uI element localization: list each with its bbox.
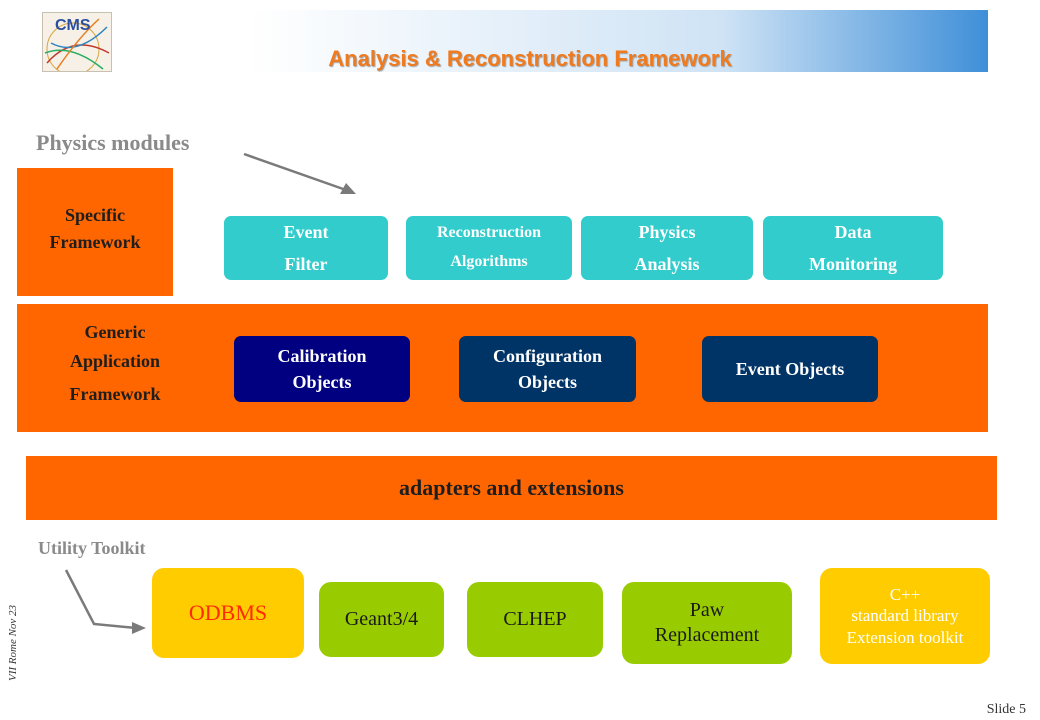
cpp-line1: C++ — [889, 585, 921, 605]
physics-modules-arrow — [243, 152, 356, 194]
adapters-label: adapters and extensions — [399, 475, 624, 500]
odbms-box: ODBMS — [152, 568, 304, 658]
module-line2: Analysis — [634, 254, 700, 274]
physics-modules-label: Physics modules — [36, 130, 190, 155]
module-line1: Data — [834, 221, 872, 242]
page-title: Analysis & Reconstruction Framework — [328, 46, 732, 71]
paw-line1: Paw — [689, 599, 725, 621]
utility-toolkit-arrow — [64, 569, 146, 634]
module-line1: Reconstruction — [437, 224, 541, 242]
reconstruction-algorithms-module: Reconstruction Algorithms — [406, 216, 572, 280]
object-line2: Objects — [518, 372, 577, 392]
specific-framework-line2: Framework — [49, 232, 141, 252]
cpp-line3: Extension toolkit — [846, 627, 964, 647]
object-line1: Calibration — [277, 345, 367, 366]
utility-toolkit-label: Utility Toolkit — [38, 538, 146, 558]
cms-logo-graphic — [44, 18, 110, 71]
data-monitoring-module: Data Monitoring — [763, 216, 943, 280]
module-line1: Event — [283, 221, 329, 242]
module-line2: Algorithms — [450, 253, 528, 270]
odbms-label: ODBMS — [188, 600, 268, 625]
generic-framework-label: Generic Application Framework — [17, 318, 213, 408]
configuration-objects-box: Configuration Objects — [459, 336, 636, 402]
generic-framework-line3: Framework — [69, 383, 161, 404]
cpp-extension-toolkit-box: C++ standard library Extension toolkit — [820, 568, 990, 664]
slide-number: Slide 5 — [986, 702, 1026, 717]
clhep-label: CLHEP — [503, 608, 567, 630]
generic-framework-line2: Application — [69, 350, 161, 371]
adapters-extensions-bar: adapters and extensions — [26, 456, 997, 520]
paw-replacement-box: Paw Replacement — [622, 582, 792, 664]
object-line1: Configuration — [492, 345, 602, 366]
object-line2: Objects — [292, 372, 352, 392]
module-line2: Monitoring — [809, 254, 897, 274]
specific-framework-box: Specific Framework — [17, 168, 173, 296]
module-line1: Physics — [638, 221, 696, 242]
clhep-box: CLHEP — [467, 582, 603, 657]
paw-line2: Replacement — [654, 624, 760, 646]
geant-box: Geant3/4 — [319, 582, 444, 657]
object-line1: Event Objects — [735, 358, 845, 379]
event-objects-box: Event Objects — [702, 336, 878, 402]
logo-text: CMS — [55, 17, 91, 34]
cms-logo: CMS — [42, 12, 112, 72]
geant-label: Geant3/4 — [344, 608, 419, 630]
side-conference-text: VII Rome Nov 23 — [7, 604, 19, 681]
event-filter-module: Event Filter — [224, 216, 388, 280]
specific-framework-line1: Specific — [65, 205, 125, 225]
physics-analysis-module: Physics Analysis — [581, 216, 753, 280]
calibration-objects-box: Calibration Objects — [234, 336, 410, 402]
module-line2: Filter — [284, 254, 328, 274]
generic-framework-line1: Generic — [84, 322, 146, 342]
cpp-line2: standard library — [851, 606, 959, 626]
header-banner — [40, 10, 988, 72]
